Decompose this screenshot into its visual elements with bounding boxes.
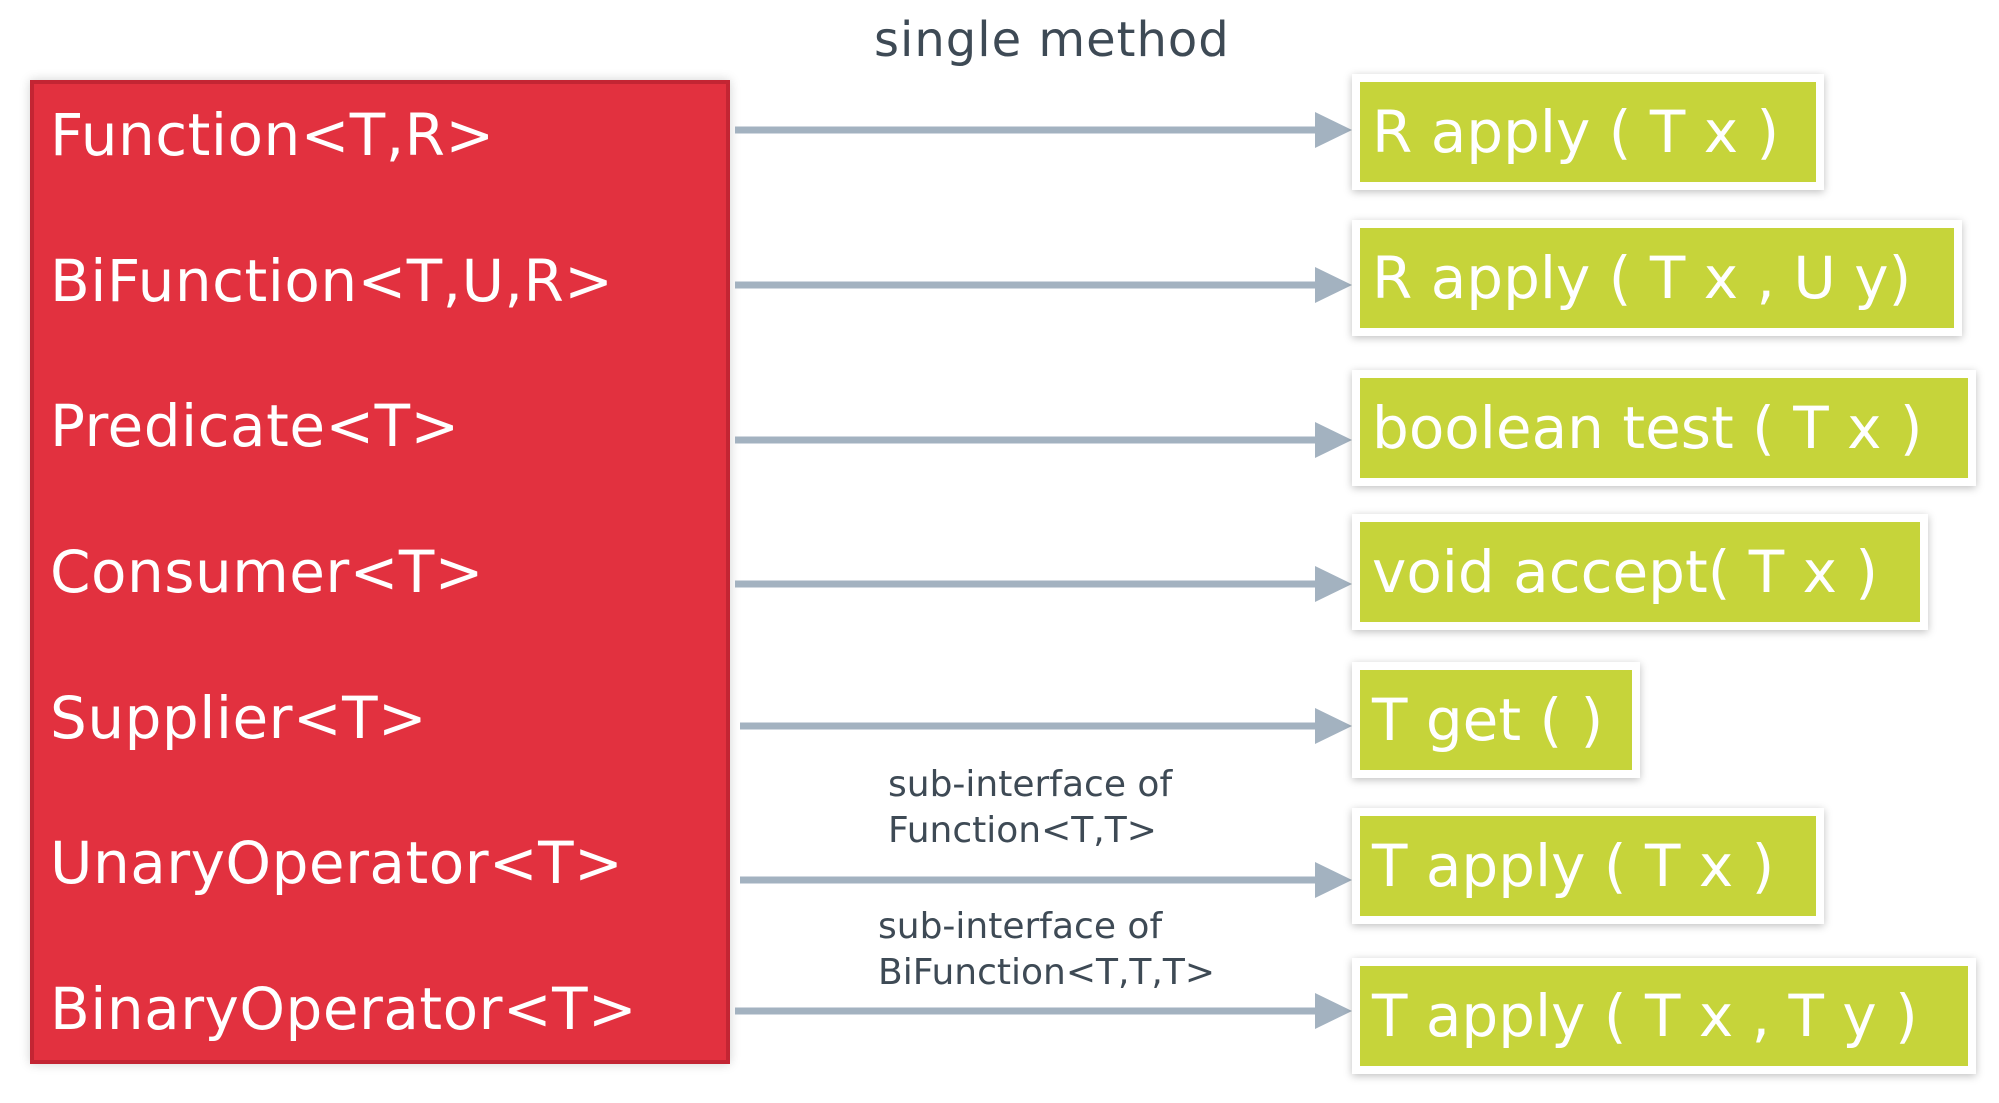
arrowhead-supplier [1315, 708, 1352, 744]
arrowhead-function [1315, 112, 1352, 148]
method-supplier: T get ( ) [1372, 686, 1604, 754]
note-unary-line2: Function<T,T> [888, 810, 1157, 851]
note-binary-line2: BiFunction<T,T,T> [878, 952, 1216, 993]
interfaces-panel [30, 80, 730, 1064]
interface-unary-operator: UnaryOperator<T> [50, 829, 624, 897]
interface-predicate: Predicate<T> [50, 392, 460, 460]
interface-supplier: Supplier<T> [50, 684, 428, 752]
interface-binary-operator: BinaryOperator<T> [50, 975, 638, 1043]
method-box-unary-operator: T apply ( T x ) [1352, 808, 1824, 924]
method-consumer: void accept( T x ) [1372, 538, 1879, 606]
method-box-predicate: boolean test ( T x ) [1352, 370, 1976, 486]
method-box-supplier: T get ( ) [1352, 662, 1640, 778]
method-box-binary-operator: T apply ( T x , T y ) [1352, 958, 1976, 1074]
method-box-consumer: void accept( T x ) [1352, 514, 1928, 630]
arrowhead-predicate [1315, 422, 1352, 458]
method-bifunction: R apply ( T x , U y) [1372, 244, 1912, 312]
arrowhead-binary-operator [1315, 993, 1352, 1029]
arrowhead-bifunction [1315, 267, 1352, 303]
method-function: R apply ( T x ) [1372, 98, 1780, 166]
note-unary-line1: sub-interface of [888, 764, 1173, 805]
interface-consumer: Consumer<T> [50, 538, 484, 606]
method-predicate: boolean test ( T x ) [1372, 394, 1923, 462]
method-box-function: R apply ( T x ) [1352, 74, 1824, 190]
diagram-header-label: single method [874, 12, 1230, 68]
note-binary-line1: sub-interface of [878, 906, 1163, 947]
method-box-bifunction: R apply ( T x , U y) [1352, 220, 1962, 336]
arrowhead-unary-operator [1315, 862, 1352, 898]
interface-function: Function<T,R> [50, 101, 495, 169]
interface-bifunction: BiFunction<T,U,R> [50, 247, 614, 315]
method-unary-operator: T apply ( T x ) [1372, 832, 1775, 900]
arrowhead-consumer [1315, 566, 1352, 602]
method-binary-operator: T apply ( T x , T y ) [1372, 982, 1918, 1050]
